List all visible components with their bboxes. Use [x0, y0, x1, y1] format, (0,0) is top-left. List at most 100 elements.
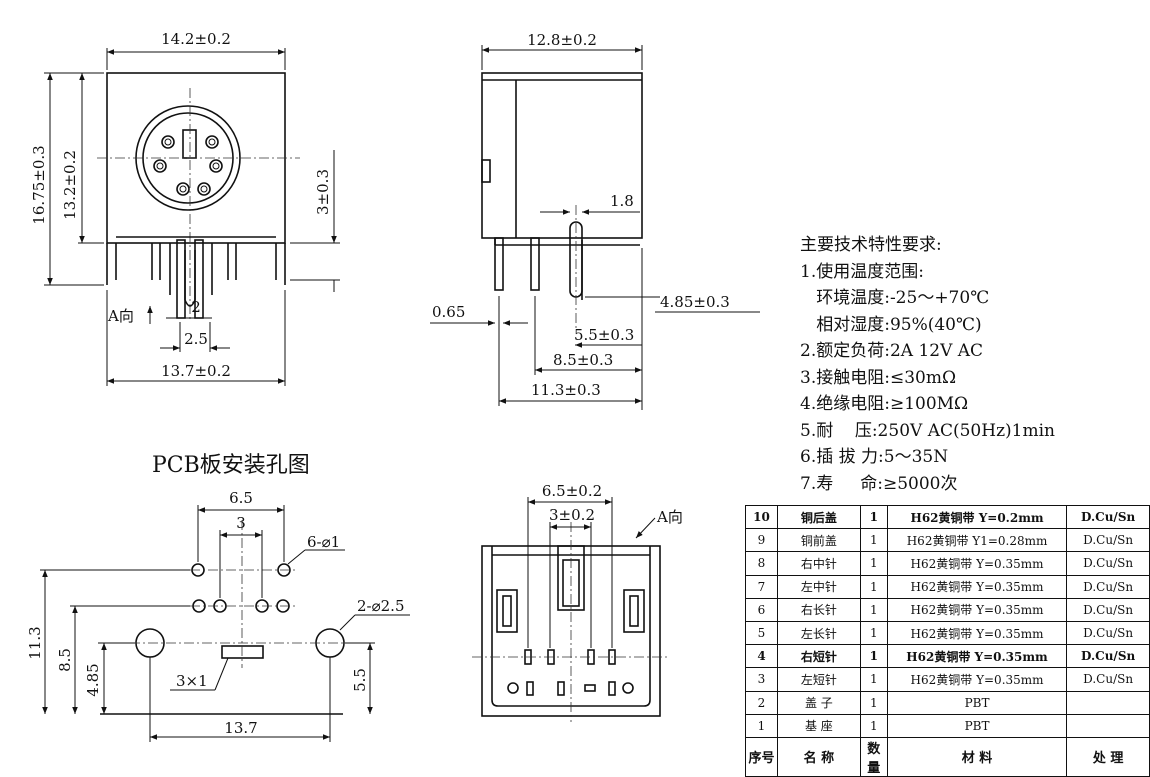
- part-name: 右短针: [777, 644, 861, 669]
- part-material: H62黄铜带 Y=0.35mm: [886, 644, 1068, 669]
- bottom-direction-label: A向: [656, 508, 683, 526]
- part-no: 7: [745, 574, 778, 599]
- dim-side-pin-thickness: 0.65: [432, 303, 465, 321]
- part-finish: [1066, 713, 1150, 738]
- part-finish: [1066, 690, 1150, 715]
- part-name: 铜前盖: [777, 528, 861, 553]
- requirement-line: 7.寿 命:≥5000次: [800, 473, 958, 494]
- dim-front-base-width: 13.7±0.2: [161, 362, 231, 380]
- part-name: 盖 子: [777, 690, 861, 715]
- part-qty: 1: [859, 667, 888, 692]
- pcb-dim-height-a: 11.3: [26, 626, 44, 659]
- part-no: 3: [745, 667, 778, 692]
- part-material: H62黄铜带 Y1=0.28mm: [886, 528, 1068, 553]
- dim-front-height-body: 13.2±0.2: [61, 150, 79, 220]
- requirement-line: 5.耐 压:250V AC(50Hz)1min: [800, 420, 1055, 441]
- requirement-line: 环境温度:-25～+70℃: [800, 288, 990, 308]
- part-no: 4: [745, 644, 778, 669]
- requirement-line: 2.额定负荷:2A 12V AC: [800, 341, 984, 361]
- dim-side-d1: 5.5±0.3: [574, 326, 634, 344]
- part-name: 左短针: [777, 667, 861, 692]
- part-name: 右长针: [777, 597, 861, 622]
- pcb-hole-drawing: PCB板安装孔图 6.5 3 6-⌀1 2-⌀2.5 11.3 8.5 4: [26, 453, 410, 742]
- pcb-dim-right-height: 5.5: [351, 668, 369, 692]
- part-qty: 1: [859, 713, 888, 738]
- part-name: 基 座: [777, 713, 861, 738]
- part-name: 左长针: [777, 620, 861, 646]
- side-view: 12.8±0.2 1.8 0.65 4.85±0.3 5.5±0.3 8.5±0…: [430, 31, 760, 410]
- part-material: H62黄铜带 Y=0.35mm: [886, 574, 1068, 599]
- pcb-dim-span-outer: 6.5: [229, 489, 253, 507]
- part-no: 9: [745, 528, 778, 553]
- requirements-title: 主要技术特性要求:: [800, 235, 942, 255]
- dim-front-pin-gap: 2: [191, 298, 201, 316]
- requirement-line: 1.使用温度范围:: [800, 261, 924, 282]
- front-view: 14.2±0.2 16.75±0.3 13.2±0.2 3±0.3 2 2.5 …: [30, 30, 340, 386]
- requirement-line: 4.绝缘电阻:≥100MΩ: [800, 394, 969, 414]
- part-material: H62黄铜带 Y=0.2mm: [886, 504, 1068, 530]
- pcb-small-holes: 6-⌀1: [307, 533, 340, 551]
- dim-side-d2: 8.5±0.3: [553, 351, 613, 369]
- part-material: H62黄铜带 Y=0.35mm: [886, 551, 1068, 576]
- part-finish: D.Cu/Sn: [1066, 528, 1150, 553]
- part-material: H62黄铜带 Y=0.35mm: [886, 620, 1068, 646]
- part-finish: D.Cu/Sn: [1066, 644, 1150, 669]
- dim-side-pin-width: 1.8: [610, 192, 634, 210]
- requirement-line: 6.插 拔 力:5～35N: [800, 447, 949, 467]
- bottom-dim-span-outer: 6.5±0.2: [542, 482, 602, 500]
- part-finish: D.Cu/Sn: [1066, 504, 1150, 530]
- technical-requirements: 主要技术特性要求: 1.使用温度范围: 环境温度:-25～+70℃ 相对湿度:9…: [800, 232, 1055, 497]
- part-qty: 1: [859, 690, 888, 715]
- pcb-dim-height-b: 8.5: [56, 648, 74, 672]
- part-no: 10: [745, 504, 778, 530]
- pcb-dim-span-inner: 3: [236, 514, 246, 532]
- header-qty: 数量: [859, 736, 888, 777]
- part-name: 右中针: [777, 551, 861, 576]
- dim-side-depth: 12.8±0.2: [527, 31, 597, 49]
- part-finish: D.Cu/Sn: [1066, 620, 1150, 646]
- part-qty: 1: [859, 644, 888, 669]
- dim-front-pin-pitch: 2.5: [184, 330, 208, 348]
- header-name: 名 称: [777, 736, 861, 777]
- part-qty: 1: [859, 551, 888, 576]
- pcb-large-holes: 2-⌀2.5: [357, 597, 405, 615]
- part-finish: D.Cu/Sn: [1066, 597, 1150, 622]
- dim-side-d3: 11.3±0.3: [531, 381, 601, 399]
- part-no: 5: [745, 620, 778, 646]
- part-no: 6: [745, 597, 778, 622]
- header-finish: 处 理: [1066, 736, 1150, 777]
- parts-table-header: 序号 名 称 数量 材 料 处 理: [745, 736, 1150, 777]
- pcb-title: PCB板安装孔图: [152, 453, 310, 478]
- part-material: PBT: [886, 713, 1068, 738]
- pcb-slot: 3×1: [176, 672, 208, 690]
- front-direction-label: A向: [107, 307, 134, 325]
- part-name: 铜后盖: [777, 504, 861, 530]
- part-no: 2: [745, 690, 778, 715]
- part-material: H62黄铜带 Y=0.35mm: [886, 597, 1068, 622]
- bottom-dim-span-inner: 3±0.2: [549, 506, 595, 524]
- part-no: 8: [745, 551, 778, 576]
- dim-front-pin-offset: 3±0.3: [314, 169, 332, 215]
- requirement-line: 相对湿度:95%(40℃): [800, 314, 982, 335]
- dim-side-pin-length: 4.85±0.3: [660, 293, 730, 311]
- header-material: 材 料: [886, 736, 1068, 777]
- part-material: PBT: [886, 690, 1068, 715]
- part-finish: D.Cu/Sn: [1066, 667, 1150, 692]
- requirement-line: 3.接触电阻:≤30mΩ: [800, 367, 957, 388]
- part-finish: D.Cu/Sn: [1066, 574, 1150, 599]
- part-qty: 1: [859, 528, 888, 553]
- part-name: 左中针: [777, 574, 861, 599]
- header-no: 序号: [745, 736, 778, 777]
- part-qty: 1: [859, 620, 888, 646]
